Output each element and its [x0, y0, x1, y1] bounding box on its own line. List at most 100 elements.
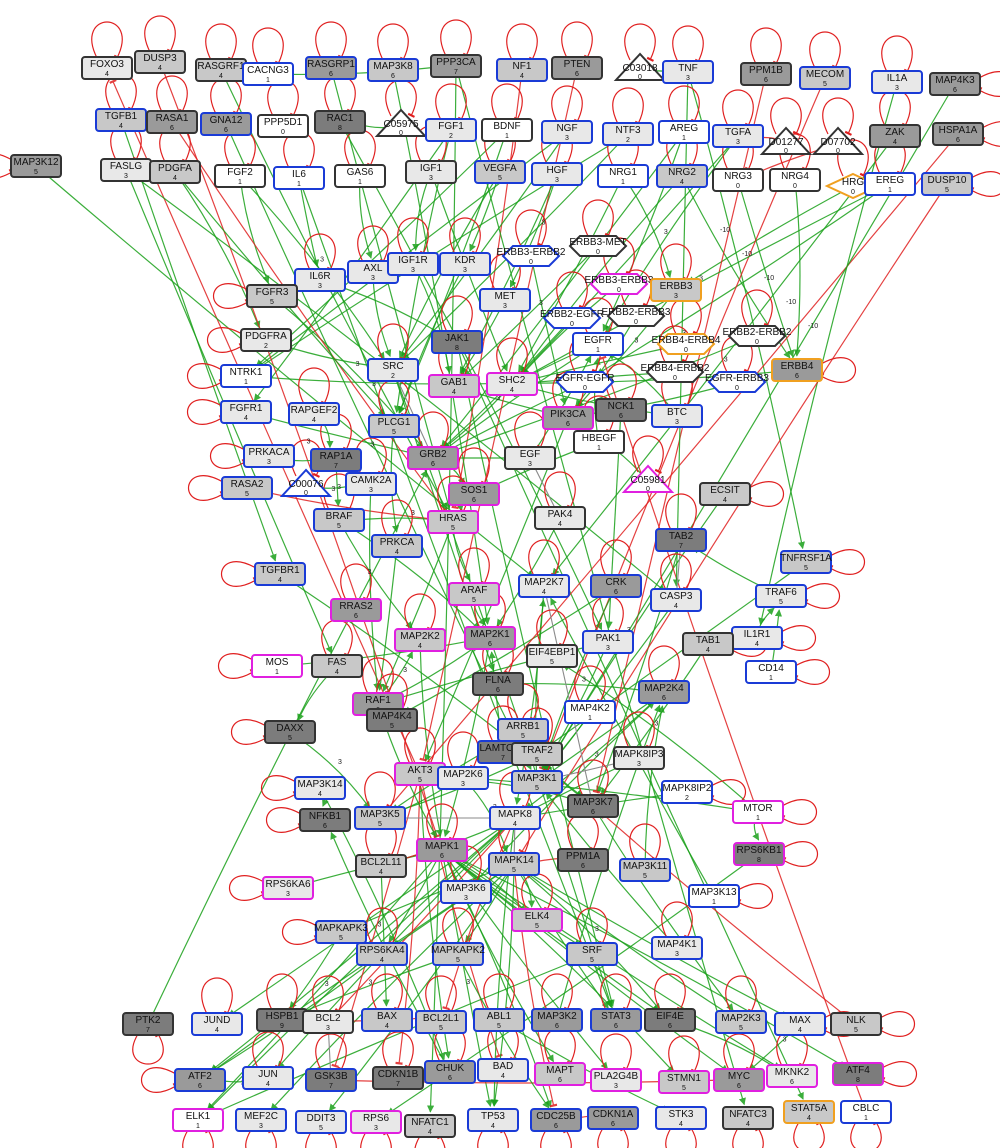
node-erbb3-erbb2[interactable]: ERBB3-ERBB20: [497, 245, 566, 267]
node-met[interactable]: MET3: [479, 288, 531, 312]
node-cacng3[interactable]: CACNG31: [242, 62, 294, 86]
node-rapgef2[interactable]: RAPGEF24: [288, 402, 340, 426]
node-ddit3[interactable]: DDIT35: [295, 1110, 347, 1134]
node-map3k5[interactable]: MAP3K55: [354, 806, 406, 830]
node-shc2[interactable]: SHC24: [486, 372, 538, 396]
node-map2k6[interactable]: MAP2K63: [437, 766, 489, 790]
node-map2k3[interactable]: MAP2K35: [715, 1010, 767, 1034]
node-rras2[interactable]: RRAS26: [330, 598, 382, 622]
node-bdnf[interactable]: BDNF1: [481, 118, 533, 142]
node-map3k14[interactable]: MAP3K144: [294, 776, 346, 800]
node-nfkb1[interactable]: NFKB16: [299, 808, 351, 832]
node-nfatc3[interactable]: NFATC34: [722, 1106, 774, 1130]
node-map4k3[interactable]: MAP4K36: [929, 72, 981, 96]
node-egf[interactable]: EGF3: [504, 446, 556, 470]
node-bad[interactable]: BAD4: [477, 1058, 529, 1082]
node-mknk2[interactable]: MKNK26: [766, 1064, 818, 1088]
node-eif4e[interactable]: EIF4E6: [644, 1008, 696, 1032]
node-cblc[interactable]: CBLC1: [840, 1100, 892, 1124]
node-traf6[interactable]: TRAF65: [755, 584, 807, 608]
node-elk1[interactable]: ELK11: [172, 1108, 224, 1132]
node-max[interactable]: MAX4: [774, 1012, 826, 1036]
node-gas6[interactable]: GAS61: [334, 164, 386, 188]
node-egfr-egfr[interactable]: EGFR-EGFR0: [556, 371, 615, 393]
node-pak1[interactable]: PAK13: [582, 630, 634, 654]
node-stat5a[interactable]: STAT5A4: [783, 1100, 835, 1124]
node-akt3[interactable]: AKT35: [394, 762, 446, 786]
node-mtor[interactable]: MTOR1: [732, 800, 784, 824]
node-mapk14[interactable]: MAPK145: [488, 852, 540, 876]
node-pdgfa[interactable]: PDGFA4: [149, 160, 201, 184]
node-areg[interactable]: AREG1: [658, 120, 710, 144]
node-flna[interactable]: FLNA6: [472, 672, 524, 696]
node-ppm1b[interactable]: PPM1B6: [740, 62, 792, 86]
node-egfr-erbb3[interactable]: EGFR-ERBB30: [705, 371, 769, 393]
node-map4k4[interactable]: MAP4K45: [366, 708, 418, 732]
node-map2k2[interactable]: MAP2K24: [394, 628, 446, 652]
node-nlk[interactable]: NLK5: [830, 1012, 882, 1036]
node-casp3[interactable]: CASP34: [650, 588, 702, 612]
node-atf2[interactable]: ATF26: [174, 1068, 226, 1092]
node-erbb4-erbb2[interactable]: ERBB4-ERBB20: [641, 361, 710, 383]
node-araf[interactable]: ARAF5: [448, 582, 500, 606]
node-il1r1[interactable]: IL1R14: [731, 626, 783, 650]
node-mapk1[interactable]: MAPK16: [416, 838, 468, 862]
node-il6r[interactable]: IL6R3: [294, 268, 346, 292]
node-cd14[interactable]: CD141: [745, 660, 797, 684]
node-bcl2l11[interactable]: BCL2L114: [355, 854, 407, 878]
node-nck1[interactable]: NCK16: [595, 398, 647, 422]
node-rps6ka6[interactable]: RPS6KA63: [262, 876, 314, 900]
node-erbb4[interactable]: ERBB46: [771, 358, 823, 382]
node-cdc25b[interactable]: CDC25B6: [530, 1108, 582, 1132]
node-pla2g4b[interactable]: PLA2G4B3: [590, 1068, 642, 1092]
node-map3k6[interactable]: MAP3K63: [440, 880, 492, 904]
node-tab2[interactable]: TAB27: [655, 528, 707, 552]
node-grb2[interactable]: GRB26: [407, 446, 459, 470]
node-bcl2[interactable]: BCL23: [302, 1010, 354, 1034]
node-ecsit[interactable]: ECSIT4: [699, 482, 751, 506]
node-rps6[interactable]: RPS63: [350, 1110, 402, 1134]
node-camk2a[interactable]: CAMK2A3: [345, 472, 397, 496]
node-fgf1[interactable]: FGF12: [425, 118, 477, 142]
node-mapkapk3[interactable]: MAPKAPK35: [314, 920, 368, 944]
node-map3k13[interactable]: MAP3K131: [688, 884, 740, 908]
node-foxo3[interactable]: FOXO34: [81, 56, 133, 80]
node-map4k1[interactable]: MAP4K13: [651, 936, 703, 960]
node-stat3[interactable]: STAT36: [590, 1008, 642, 1032]
node-rps6ka4[interactable]: RPS6KA44: [356, 942, 408, 966]
node-btc[interactable]: BTC3: [651, 404, 703, 428]
node-dusp10[interactable]: DUSP105: [921, 172, 973, 196]
node-gab1[interactable]: GAB14: [428, 374, 480, 398]
node-tgfbr1[interactable]: TGFBR14: [254, 562, 306, 586]
node-abl1[interactable]: ABL15: [473, 1008, 525, 1032]
node-fgfr3[interactable]: FGFR35: [246, 284, 298, 308]
node-mapt[interactable]: MAPT6: [534, 1062, 586, 1086]
node-bax[interactable]: BAX4: [361, 1008, 413, 1032]
node-crk[interactable]: CRK6: [590, 574, 642, 598]
node-fas[interactable]: FAS4: [311, 654, 363, 678]
node-il6[interactable]: IL61: [273, 166, 325, 190]
node-rasa2[interactable]: RASA25: [221, 476, 273, 500]
node-c00076[interactable]: C000760: [279, 468, 333, 497]
node-erbb2-erbb3[interactable]: ERBB2-ERBB30: [602, 305, 671, 327]
node-pak4[interactable]: PAK44: [534, 506, 586, 530]
node-pdgfra[interactable]: PDGFRA2: [240, 328, 292, 352]
node-bcl2l1[interactable]: BCL2L15: [415, 1010, 467, 1034]
node-tnf[interactable]: TNF3: [662, 60, 714, 84]
node-c05975[interactable]: C059750: [374, 108, 428, 137]
node-hgf[interactable]: HGF3: [531, 162, 583, 186]
node-c03018[interactable]: C030180: [613, 52, 667, 81]
node-sos1[interactable]: SOS16: [448, 482, 500, 506]
node-prkca[interactable]: PRKCA4: [371, 534, 423, 558]
node-pten[interactable]: PTEN6: [551, 56, 603, 80]
node-cdkn1b[interactable]: CDKN1B7: [372, 1066, 424, 1090]
node-mef2c[interactable]: MEF2C3: [235, 1108, 287, 1132]
node-braf[interactable]: BRAF5: [313, 508, 365, 532]
node-chuk[interactable]: CHUK6: [424, 1060, 476, 1084]
node-mapk8ip2[interactable]: MAPK8IP22: [661, 780, 713, 804]
node-mapk8[interactable]: MAPK84: [489, 806, 541, 830]
node-dusp3[interactable]: DUSP34: [134, 50, 186, 74]
node-jun[interactable]: JUN4: [242, 1066, 294, 1090]
node-jund[interactable]: JUND4: [191, 1012, 243, 1036]
node-nrg3[interactable]: NRG30: [712, 168, 764, 192]
